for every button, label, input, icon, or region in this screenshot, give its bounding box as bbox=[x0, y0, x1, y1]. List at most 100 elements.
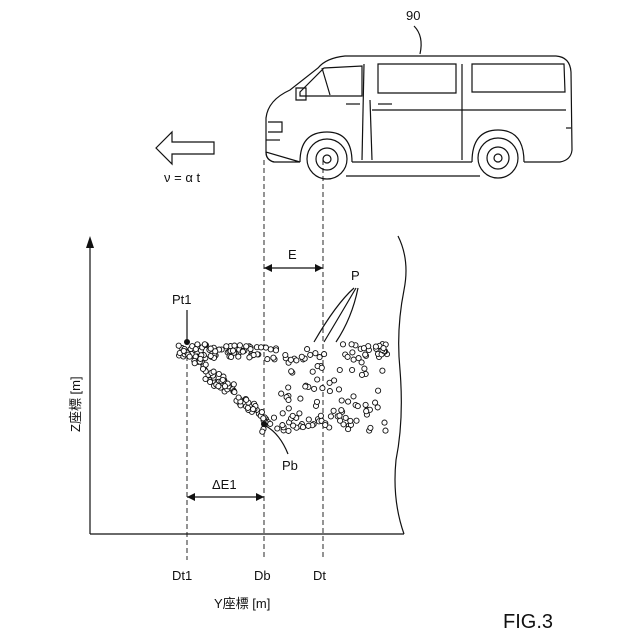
cloud-point bbox=[373, 344, 378, 349]
cloud-point bbox=[240, 349, 245, 354]
cloud-point bbox=[294, 358, 299, 363]
cloud-point bbox=[229, 354, 234, 359]
velocity-label: ν = α t bbox=[164, 170, 200, 185]
cloud-point bbox=[362, 366, 367, 371]
cloud-point bbox=[376, 388, 381, 393]
cloud-point bbox=[193, 347, 198, 352]
cloud-point bbox=[336, 387, 341, 392]
cloud-point bbox=[363, 402, 368, 407]
cloud-point bbox=[382, 420, 387, 425]
tick-dt1: Dt1 bbox=[172, 568, 192, 583]
cloud-point bbox=[261, 416, 266, 421]
cloud-point bbox=[259, 410, 264, 415]
cloud-point bbox=[361, 346, 366, 351]
cloud-point bbox=[350, 350, 355, 355]
cloud-point bbox=[337, 413, 342, 418]
cloud-point bbox=[345, 354, 350, 359]
cloud-point bbox=[232, 390, 237, 395]
cloud-point bbox=[291, 423, 296, 428]
point-cloud bbox=[176, 342, 390, 435]
cloud-point bbox=[271, 355, 276, 360]
cloud-point bbox=[337, 367, 342, 372]
cloud-point bbox=[373, 400, 378, 405]
cloud-point bbox=[279, 391, 284, 396]
cloud-point bbox=[363, 352, 368, 357]
cloud-point bbox=[322, 352, 327, 357]
cloud-point bbox=[375, 405, 380, 410]
z-axis-label: Z座標 [m] bbox=[68, 376, 83, 432]
cloud-point bbox=[383, 428, 388, 433]
cloud-point bbox=[232, 343, 237, 348]
delta-label: ΔE1 bbox=[212, 477, 237, 492]
cloud-point bbox=[327, 389, 332, 394]
cloud-point bbox=[312, 386, 317, 391]
cloud-point bbox=[349, 342, 354, 347]
cloud-point bbox=[339, 398, 344, 403]
cloud-point bbox=[364, 409, 369, 414]
cloud-point bbox=[260, 429, 265, 434]
points-label: P bbox=[351, 268, 360, 283]
cloud-point bbox=[332, 378, 337, 383]
distance-label: E bbox=[288, 247, 297, 262]
cloud-point bbox=[208, 379, 213, 384]
cloud-point bbox=[300, 425, 305, 430]
cloud-point bbox=[275, 426, 280, 431]
cloud-point bbox=[247, 355, 252, 360]
cloud-point bbox=[280, 411, 285, 416]
cloud-point bbox=[354, 418, 359, 423]
cloud-point bbox=[339, 408, 344, 413]
cloud-point bbox=[176, 343, 181, 348]
e-dimension bbox=[264, 264, 323, 272]
cloud-point bbox=[192, 361, 197, 366]
cloud-point bbox=[314, 399, 319, 404]
points-leader-2 bbox=[324, 288, 356, 342]
cloud-point bbox=[231, 382, 236, 387]
left-arrow-icon bbox=[156, 132, 214, 164]
figure-label: FIG.3 bbox=[503, 611, 553, 633]
cloud-point bbox=[331, 408, 336, 413]
cloud-point bbox=[308, 352, 313, 357]
van-icon bbox=[266, 56, 572, 179]
points-leader-3 bbox=[336, 288, 358, 342]
cloud-point bbox=[236, 395, 241, 400]
cloud-point bbox=[208, 346, 213, 351]
cloud-point bbox=[328, 414, 333, 419]
cloud-point bbox=[230, 348, 235, 353]
cut-edge bbox=[395, 236, 406, 534]
y-axis-label: Y座標 [m] bbox=[214, 596, 270, 611]
cloud-point bbox=[286, 428, 291, 433]
tick-db: Db bbox=[254, 568, 271, 583]
cloud-point bbox=[208, 353, 213, 358]
cloud-point bbox=[368, 425, 373, 430]
cloud-point bbox=[346, 399, 351, 404]
cloud-point bbox=[303, 384, 308, 389]
cloud-point bbox=[299, 354, 304, 359]
cloud-point bbox=[306, 423, 311, 428]
cloud-point bbox=[355, 404, 360, 409]
cloud-point bbox=[323, 422, 328, 427]
reference-numeral: 90 bbox=[406, 8, 420, 23]
cloud-point bbox=[222, 384, 227, 389]
cloud-point bbox=[245, 405, 250, 410]
cloud-point bbox=[181, 348, 186, 353]
cloud-point bbox=[265, 357, 270, 362]
cloud-point bbox=[351, 357, 356, 362]
cloud-point bbox=[297, 411, 302, 416]
cloud-point bbox=[315, 377, 320, 382]
cloud-point bbox=[306, 417, 311, 422]
cloud-point bbox=[268, 421, 273, 426]
cloud-point bbox=[224, 344, 229, 349]
cloud-point bbox=[286, 397, 291, 402]
cloud-point bbox=[187, 354, 192, 359]
cloud-point bbox=[298, 396, 303, 401]
cloud-point bbox=[351, 394, 356, 399]
cloud-point bbox=[313, 351, 318, 356]
delta-e1-dimension bbox=[187, 493, 264, 501]
cloud-point bbox=[200, 366, 205, 371]
tick-dt: Dt bbox=[313, 568, 326, 583]
top-point-label: Pt1 bbox=[172, 292, 192, 307]
cloud-point bbox=[348, 418, 353, 423]
cloud-point bbox=[381, 346, 386, 351]
cloud-point bbox=[289, 369, 294, 374]
